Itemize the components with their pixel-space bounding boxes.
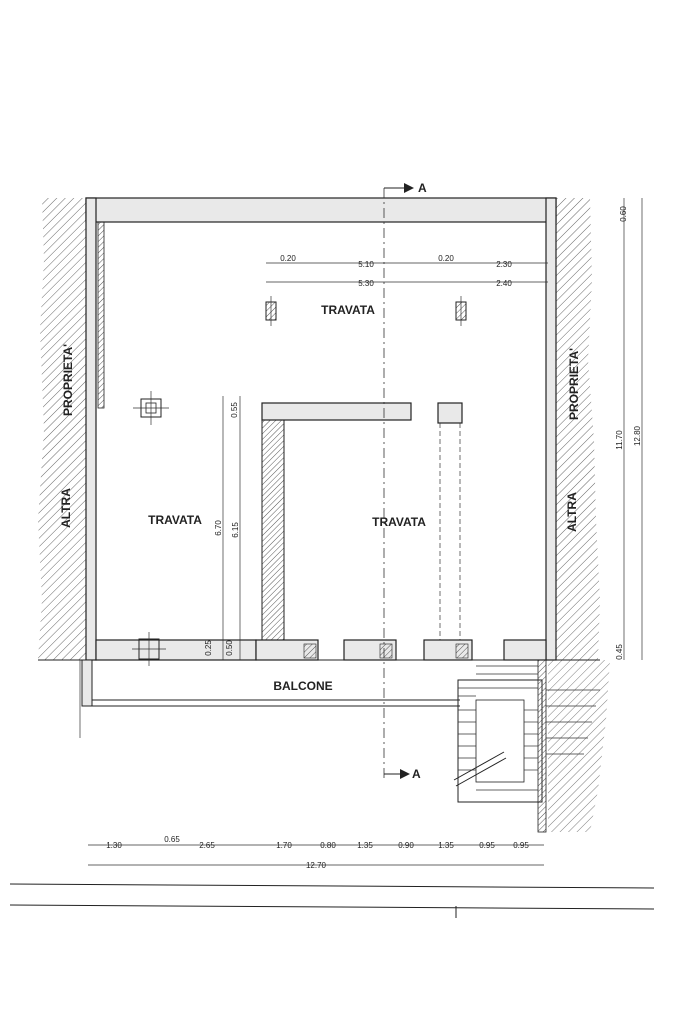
staircase: [453, 659, 600, 833]
label-room-right: TRAVATA: [372, 515, 426, 529]
column-left-upper: [133, 391, 169, 425]
left-neighbour-hatch: [38, 198, 86, 660]
left-wall: [85, 197, 97, 661]
interior-walls: [261, 402, 463, 641]
dim-bottom-10: 0.95: [513, 841, 529, 850]
dim-vert-2: 6.70: [214, 520, 223, 536]
dim-top-1: 0.20: [280, 254, 296, 263]
dim-bottom-total: 12.70: [306, 861, 327, 870]
label-left-property-upper: PROPRIETA': [61, 344, 75, 416]
dim-bottom-6: 1.35: [357, 841, 373, 850]
dim-bottom-1: 1.30: [106, 841, 122, 850]
label-section-top: A: [418, 181, 427, 195]
label-room-top: TRAVATA: [321, 303, 375, 317]
dim-bottom-3: 2.65: [199, 841, 215, 850]
label-balcony: BALCONE: [273, 679, 332, 693]
dim-top-6: 2.40: [496, 279, 512, 288]
dim-right-2: 11.70: [615, 430, 624, 450]
top-wall: [85, 197, 557, 223]
dim-right-1: 0.60: [619, 206, 628, 222]
section-arrow-top: [404, 183, 414, 193]
column-left-lower: [132, 632, 166, 666]
label-room-left: TRAVATA: [148, 513, 202, 527]
label-right-property-lower: ALTRA: [565, 492, 579, 532]
dim-bottom-4: 1.70: [276, 841, 292, 850]
left-wall-hatched-segment: [97, 221, 105, 409]
stair-side-wall: [537, 659, 547, 833]
dim-top-3: 0.20: [438, 254, 454, 263]
label-section-bottom: A: [412, 767, 421, 781]
stair-break-line: [453, 751, 505, 781]
stair-treads: [458, 665, 600, 791]
dim-right-4: 0.45: [615, 644, 624, 660]
pier-right: [437, 402, 463, 424]
label-left-property-lower: ALTRA: [59, 488, 73, 528]
exterior-walls: [85, 197, 557, 661]
dim-top-5: 5.30: [358, 279, 374, 288]
label-right-property-upper: PROPRIETA': [567, 348, 581, 420]
street-lines: [9, 883, 655, 918]
dim-top-4: 2.30: [496, 260, 512, 269]
dimension-lines: [88, 198, 643, 866]
dim-vert-4: 0.25: [204, 640, 213, 656]
balcony: [79, 659, 460, 738]
dim-bottom-5: 0.80: [320, 841, 336, 850]
partition-top: [261, 402, 412, 421]
section-line-a-a: [383, 183, 414, 780]
dim-bottom-9: 0.95: [479, 841, 495, 850]
dim-right-3: 12.80: [633, 425, 642, 446]
dim-bottom-2: 0.65: [164, 835, 180, 844]
right-wall: [545, 197, 557, 661]
dim-bottom-8: 1.35: [438, 841, 454, 850]
dim-vert-1: 0.55: [230, 402, 239, 418]
dim-vert-5: 0.50: [225, 640, 234, 656]
dim-bottom-7: 0.90: [398, 841, 414, 850]
columns: [132, 296, 467, 666]
front-wall-piers: [95, 639, 547, 661]
section-arrow-bottom: [400, 769, 410, 779]
dim-top-2: 5.10: [358, 260, 374, 269]
partition-left-hatched: [261, 419, 285, 641]
right-neighbour-hatch: [548, 198, 610, 832]
dim-vert-3: 6.15: [231, 522, 240, 538]
front-pier-4: [503, 639, 547, 661]
